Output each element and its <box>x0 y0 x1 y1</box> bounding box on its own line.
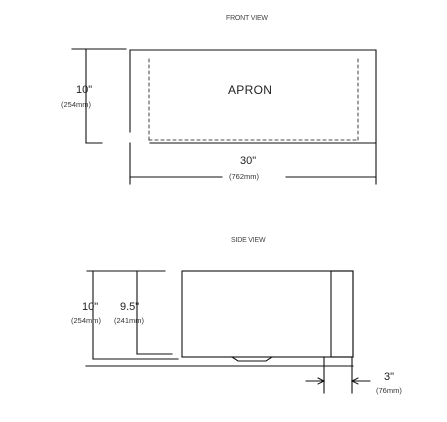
side-inner-height-imperial: 9.5" <box>120 301 140 313</box>
front-height-imperial: 10" <box>76 84 93 96</box>
side-outer-height-metric: (254mm) <box>71 316 102 325</box>
front-width-imperial: 30" <box>240 155 257 167</box>
side-outer-height-imperial: 10" <box>82 301 99 313</box>
front-height-metric: (254mm) <box>61 100 92 109</box>
front-width-metric: (762mm) <box>229 172 260 181</box>
apron-depth-dimension <box>305 377 371 385</box>
side-view-drawing <box>85 270 371 394</box>
sink-drain-profile <box>231 356 273 362</box>
apron-depth-metric: (76mm) <box>376 386 402 395</box>
apron-hidden-lines <box>148 58 359 141</box>
sink-side-apron-face <box>330 270 354 358</box>
front-view-title: FRONT VIEW <box>226 15 268 22</box>
apron-label: APRON <box>228 83 273 97</box>
side-inner-height-metric: (241mm) <box>114 316 145 325</box>
apron-outline <box>129 49 377 144</box>
side-view-title: SIDE VIEW <box>231 237 266 244</box>
sink-side-body <box>181 270 354 358</box>
front-view-drawing <box>71 48 377 185</box>
apron-depth-imperial: 3" <box>384 371 395 383</box>
